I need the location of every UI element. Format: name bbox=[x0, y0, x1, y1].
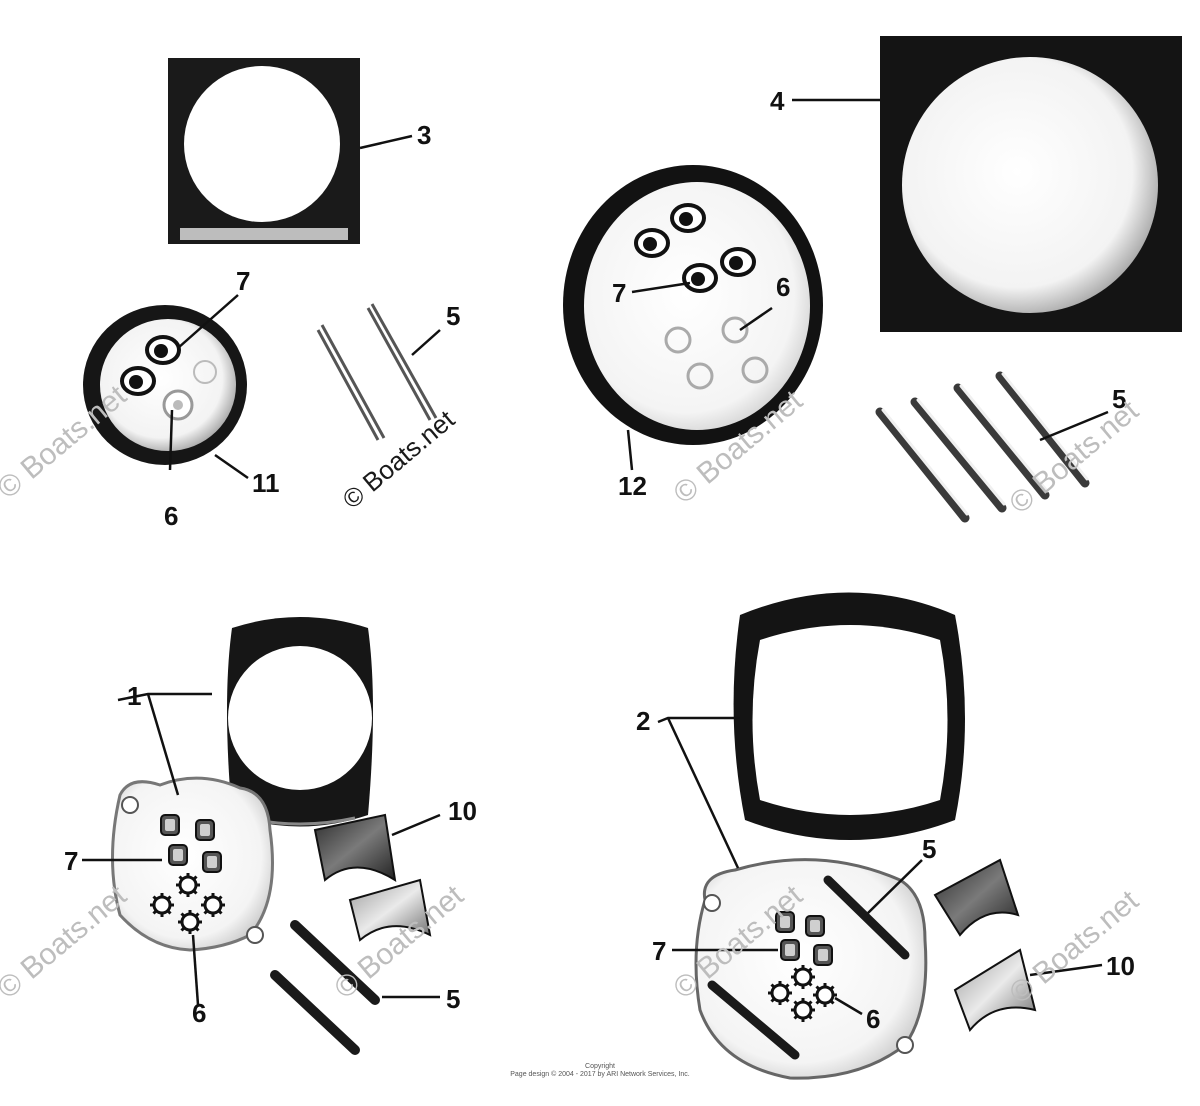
watermark-faint: © Boats.net bbox=[0, 879, 133, 1006]
brush-shoes-10-bottom-left bbox=[313, 813, 432, 942]
callout-6: 6 bbox=[866, 1004, 880, 1034]
leader-lines bbox=[82, 98, 1109, 1016]
callout-6: 6 bbox=[776, 272, 790, 302]
frame-2 bbox=[733, 592, 965, 840]
frame-1 bbox=[227, 617, 373, 827]
callout-2: 2 bbox=[636, 706, 650, 736]
end-plate-bottom-left bbox=[111, 776, 274, 952]
brush-rods-5-bottom-left bbox=[270, 920, 380, 1055]
callout-7: 7 bbox=[64, 846, 78, 876]
frame-3 bbox=[168, 58, 360, 244]
callout-10: 10 bbox=[1106, 951, 1135, 981]
callout-7: 7 bbox=[652, 936, 666, 966]
brush-shoes-10-bottom-right bbox=[933, 858, 1037, 1032]
callout-7: 7 bbox=[236, 266, 250, 296]
callout-5: 5 bbox=[922, 834, 936, 864]
footer-page-design: Page design © 2004 - 2017 by ARI Network… bbox=[510, 1071, 690, 1078]
brush-rods-5-top-right bbox=[875, 371, 1090, 523]
end-plate-12 bbox=[563, 165, 823, 445]
watermark-center: © Boats.net bbox=[337, 404, 461, 515]
callout-10: 10 bbox=[448, 796, 477, 826]
brush-rods-5-top-left bbox=[316, 303, 438, 441]
watermark-faint: © Boats.net bbox=[1003, 884, 1145, 1011]
callout-7: 7 bbox=[612, 278, 626, 308]
callout-5: 5 bbox=[446, 984, 460, 1014]
footer-copyright: Copyright bbox=[585, 1063, 615, 1070]
callout-4: 4 bbox=[770, 86, 785, 116]
callout-labels: 3 4 7 6 11 5 7 6 12 5 1 7 6 10 5 2 5 7 6… bbox=[64, 86, 1135, 1034]
callout-5: 5 bbox=[1112, 384, 1126, 414]
frame-4 bbox=[880, 36, 1182, 332]
callout-11: 11 bbox=[252, 468, 280, 498]
end-plate-11 bbox=[83, 305, 247, 465]
callout-6: 6 bbox=[192, 998, 206, 1028]
callout-5: 5 bbox=[446, 301, 460, 331]
callout-1: 1 bbox=[127, 681, 141, 711]
callout-12: 12 bbox=[618, 471, 647, 501]
callout-3: 3 bbox=[417, 120, 431, 150]
callout-6: 6 bbox=[164, 501, 178, 531]
end-plate-bottom-right bbox=[694, 858, 928, 1080]
